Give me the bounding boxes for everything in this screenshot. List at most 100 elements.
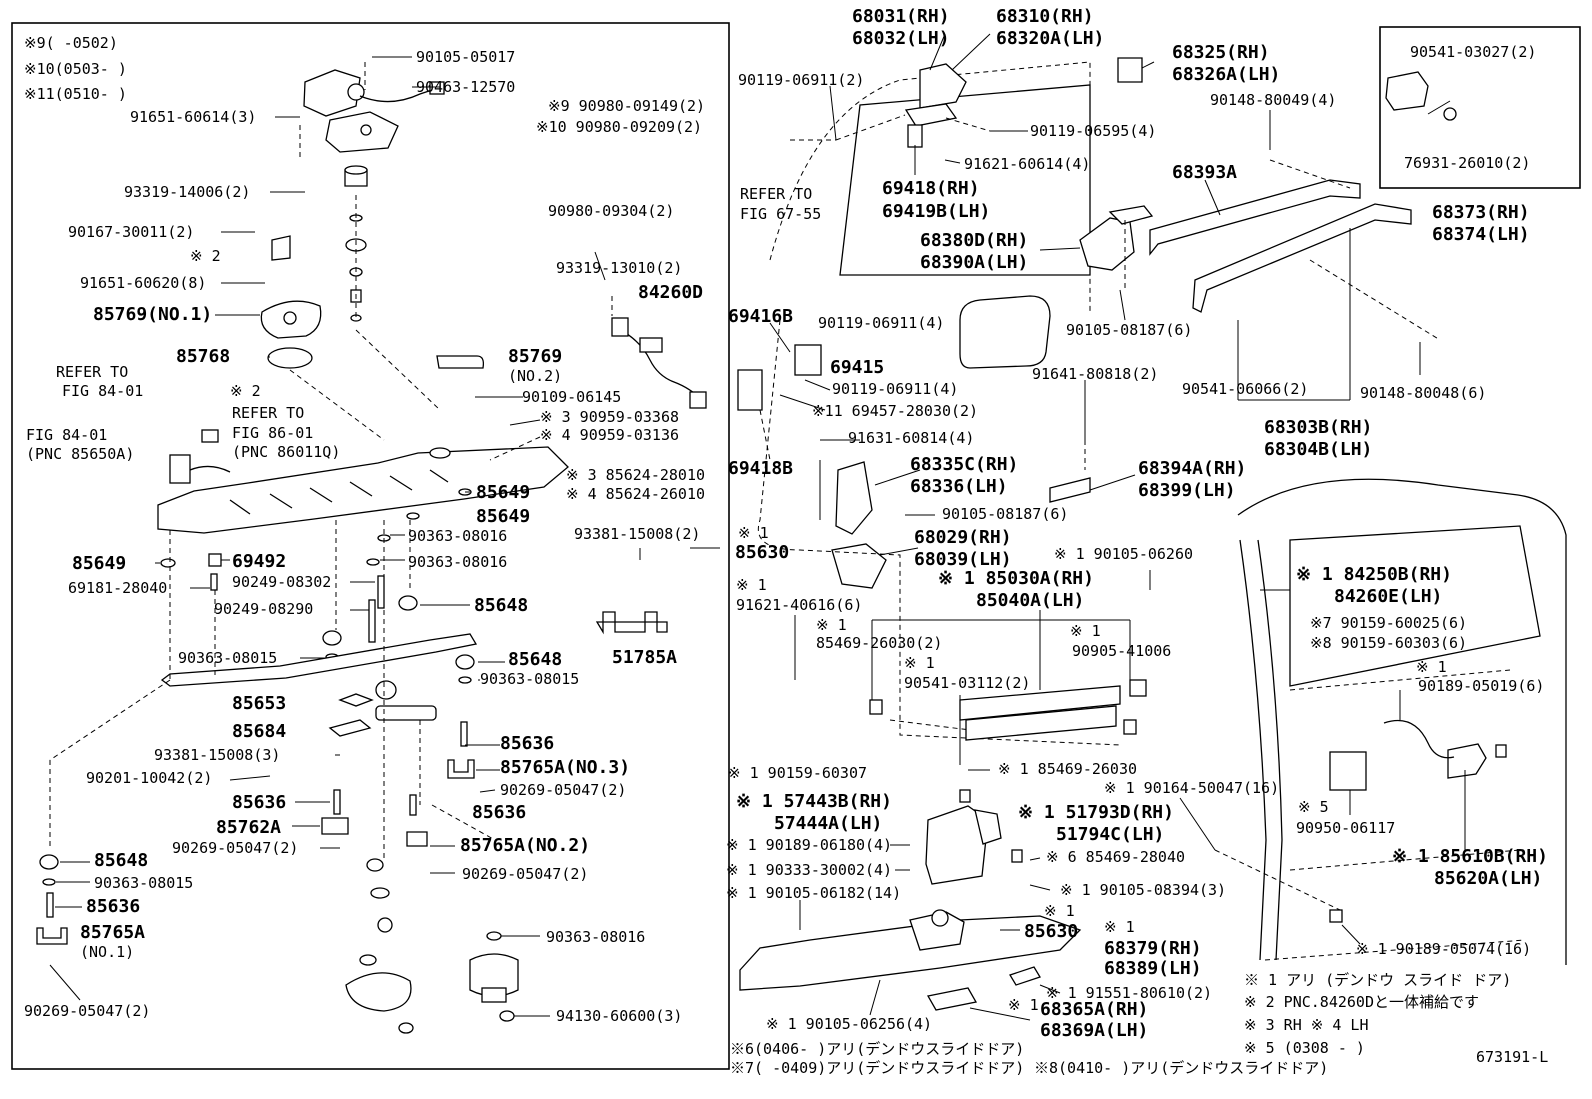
legend-note: ※ 1 アリ (デンドウ スライド ドア) <box>1244 971 1511 989</box>
callout: 90109-06145 <box>522 388 621 406</box>
callout: 90119-06911(4) <box>818 314 944 332</box>
pin-85636-d <box>46 892 54 918</box>
callout: 90105-05017 <box>416 48 515 66</box>
callout: ※ 1 <box>816 616 847 634</box>
callout: 85636 <box>472 802 526 823</box>
callout: 85769(NO.1) <box>93 304 212 325</box>
callout: ※11 69457-28030(2) <box>812 402 978 420</box>
left-panel-lines <box>49 56 720 1017</box>
callout: 69419B(LH) <box>882 201 990 222</box>
pad-85469-b <box>959 789 971 803</box>
callout: ※ 1 <box>1104 918 1135 936</box>
callout: ※ 1 90189-05074(16) <box>1356 940 1531 958</box>
pulley-lower-left <box>345 858 414 1034</box>
callout: ※ 4 85624-26010 <box>566 485 705 503</box>
callout: 51794C(LH) <box>1056 824 1164 845</box>
callout: REFER TO <box>232 404 304 422</box>
harness-84260d <box>611 317 707 409</box>
callout: 93319-14006(2) <box>124 183 250 201</box>
callout: ※ 1 <box>1008 996 1039 1014</box>
bracket-68335c <box>835 461 873 535</box>
callout: 90541-03112(2) <box>904 674 1030 692</box>
callout: 85649 <box>72 553 126 574</box>
bracket-85765a-no1 <box>36 927 68 945</box>
callout: 69418B <box>728 458 793 479</box>
bracket-85684 <box>328 719 372 737</box>
callout: 85653 <box>232 693 286 714</box>
callout: 51785A <box>612 647 677 668</box>
callout: ※ 1 84250B(RH) <box>1296 564 1452 585</box>
callout: 85648 <box>508 649 562 670</box>
note-9: ※9( -0502) <box>24 34 118 52</box>
callout: FIG 86-01 <box>232 424 313 442</box>
callout: ※ 1 <box>1044 902 1075 920</box>
latch-85610b <box>1447 743 1487 779</box>
callout: 90249-08302 <box>232 573 331 591</box>
callout: 68335C(RH) <box>910 454 1018 475</box>
callout: 91621-60614(4) <box>964 155 1090 173</box>
callout-labels: 90105-05017 90463-12570 91651-60614(3) ※… <box>24 6 1548 1041</box>
pin-85636-b <box>333 789 341 815</box>
door-lower-dash <box>1264 669 1526 961</box>
callout: 85769 <box>508 346 562 367</box>
callout: 93319-13010(2) <box>556 259 682 277</box>
callout: 91641-80818(2) <box>1032 365 1158 383</box>
callout: 68336(LH) <box>910 476 1008 497</box>
callout: 85765A(NO.2) <box>460 835 590 856</box>
callout: ※ 1 90164-50047(16) <box>1104 779 1279 797</box>
callout: 85636 <box>86 896 140 917</box>
washers-pins <box>160 488 475 684</box>
callout: ※ 1 57443B(RH) <box>736 791 892 812</box>
callout: ※9 90980-09149(2) <box>548 97 705 115</box>
callout: 90119-06911(2) <box>738 71 864 89</box>
cover-57443b <box>925 805 989 885</box>
callout: 91631-60814(4) <box>848 429 974 447</box>
module-90950 <box>1329 751 1367 791</box>
mounting-plate <box>157 429 569 534</box>
washer-lower <box>42 878 56 886</box>
callout: 68369A(LH) <box>1040 1020 1148 1041</box>
callout: 85630 <box>1024 921 1078 942</box>
pulley-lower-right <box>469 931 519 1022</box>
motor-assembly <box>303 69 445 153</box>
connector-90905-b <box>1123 719 1137 735</box>
bracket-85653 <box>338 693 374 707</box>
note-8: ※8(0410- )アリ(デンドウスライドドア) <box>1034 1059 1328 1077</box>
callout: 85768 <box>176 346 230 367</box>
callout: 85648 <box>94 850 148 871</box>
callout: 68365A(RH) <box>1040 999 1148 1020</box>
door-outline-upper <box>769 61 1091 312</box>
right-area-parts <box>737 57 1567 1011</box>
door-edge-strip <box>1239 539 1283 961</box>
notes-bottom-left: ※6(0406- )アリ(デンドウスライドドア) ※7( -0409)アリ(デン… <box>730 1040 1328 1077</box>
callout: FIG 67-55 <box>740 205 821 223</box>
bracket-68365a <box>926 987 978 1011</box>
callout: 68390A(LH) <box>920 252 1028 273</box>
callout: (NO.2) <box>508 367 562 385</box>
callout: ※ 1 <box>738 524 769 542</box>
callout: 85648 <box>474 595 528 616</box>
bolt-90189-05019 <box>1495 744 1507 758</box>
callout: REFER TO <box>740 185 812 203</box>
callout: ※ 1 85610B(RH) <box>1392 846 1548 867</box>
callout: 69181-28040 <box>68 579 167 597</box>
callout: ※ 2 <box>230 382 261 400</box>
legend-note: ※ 3 RH ※ 4 LH <box>1244 1016 1368 1034</box>
callout: ※ 1 90333-30002(4) <box>726 861 892 879</box>
callout: 85636 <box>500 733 554 754</box>
right-area-lines <box>759 33 1466 1021</box>
pad-85469-c <box>1011 849 1023 863</box>
callout: 90148-80048(6) <box>1360 384 1486 402</box>
callout: ※ 1 85469-26030 <box>998 760 1137 778</box>
cover-51793d <box>974 809 1002 845</box>
bracket-85769-no1 <box>260 235 322 339</box>
callout: 68032(LH) <box>852 28 950 49</box>
lower-mounting-plate <box>739 915 1082 991</box>
note-7: ※7( -0409)アリ(デンドウスライドドア) <box>730 1059 1024 1077</box>
callout: 91621-40616(6) <box>736 596 862 614</box>
callout: FIG 84-01 <box>62 382 143 400</box>
note-11: ※11(0510- ) <box>24 85 127 103</box>
callout: 90269-05047(2) <box>462 865 588 883</box>
callout: ※ 1 90105-06256(4) <box>766 1015 932 1033</box>
callout: 90980-09304(2) <box>548 202 674 220</box>
